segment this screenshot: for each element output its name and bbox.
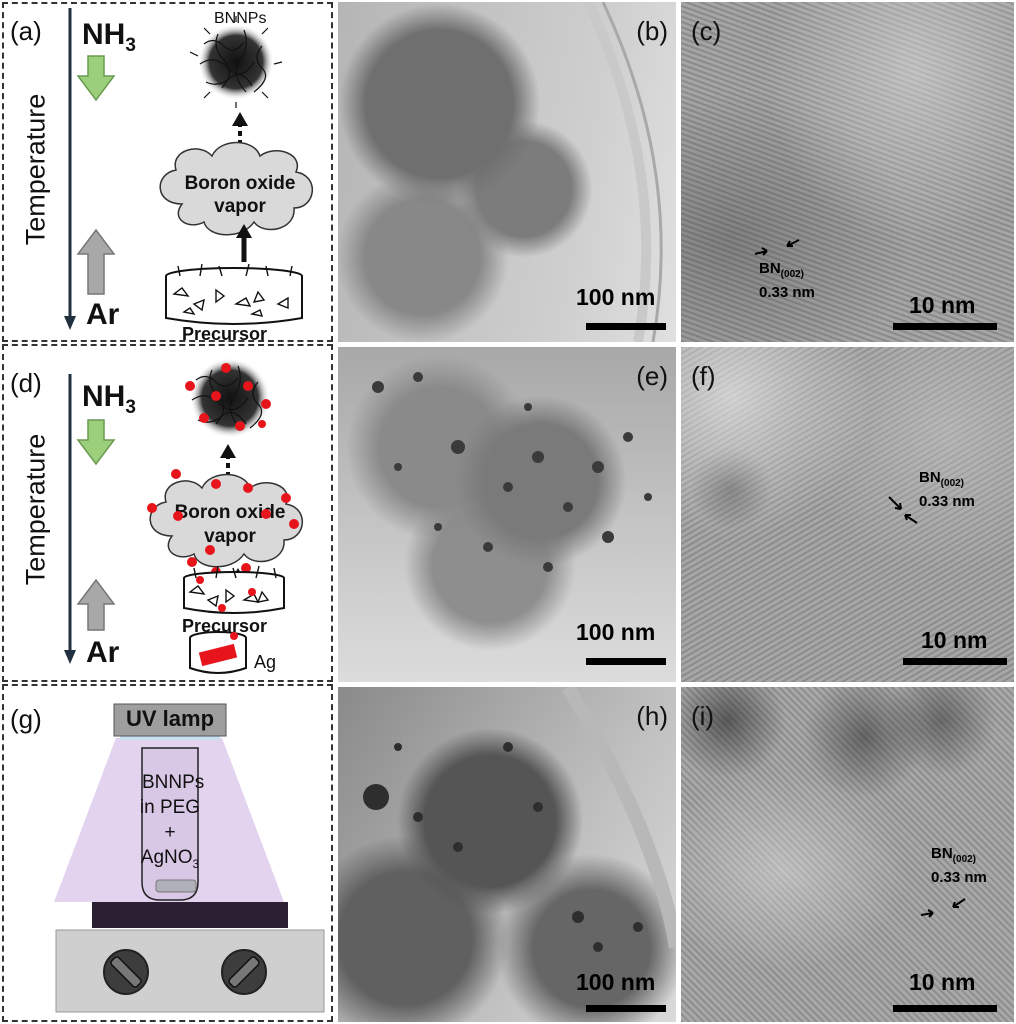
panel-b-scale-text: 100 nm [576, 284, 656, 310]
panel-h-tem-image: (h) 100 nm [338, 687, 676, 1022]
panel-d-metal-label: Ag [254, 652, 277, 672]
crucible-icon [165, 263, 303, 325]
panel-d-drawing: Boron oxide vapor [64, 358, 304, 674]
stirrer-knob-right-icon [221, 949, 267, 995]
panel-d-top-gas: NH3 [82, 380, 136, 418]
panel-g-label: (g) [10, 704, 42, 734]
panel-g-schematic: (g) UV lamp BNNPs in PEG + AgNO3 [2, 684, 333, 1022]
panel-g-drawing [54, 703, 325, 1013]
gray-up-arrow [76, 228, 116, 295]
panel-e-scale-bar [586, 658, 666, 665]
uv-lamp [113, 703, 227, 737]
panel-d-bottom-gas: Ar [86, 636, 120, 669]
panel-c-scale-bar [893, 323, 997, 330]
stirrer-base [55, 929, 325, 1013]
panel-a-axis-label: Temperature [20, 93, 51, 246]
panel-g-line3: + [164, 822, 176, 843]
panel-a-label: (a) [10, 16, 42, 46]
panel-a-cloud-line1: Boron oxide [185, 173, 296, 194]
panel-g-line1: BNNPs [142, 772, 205, 793]
panel-e-scale-text: 100 nm [576, 619, 656, 645]
panel-c-scale-text: 10 nm [909, 292, 976, 318]
panel-h-scale-bar [586, 1005, 666, 1012]
panel-a-cloud-line2: vapor [214, 196, 266, 217]
panel-f-scale-text: 10 nm [921, 627, 988, 653]
panel-b-label: (b) [636, 16, 668, 46]
panel-c-hrtem-image: (c) BN(002)0.33 nm 10 nm [681, 2, 1014, 342]
panel-d-axis-label: Temperature [20, 433, 51, 586]
panel-a-top-gas: NH3 [82, 18, 136, 56]
panel-g-line2: in PEG [139, 797, 201, 818]
panel-h-label: (h) [636, 701, 668, 731]
panel-g-lamp-label: UV lamp [125, 706, 215, 731]
panel-a-product-label: BNNPs [214, 10, 267, 27]
panel-g-line4: AgNO3 [140, 847, 200, 871]
panel-i-lattice-label: BN(002)0.33 nm [931, 845, 987, 886]
bnnp-ball-icon [189, 16, 283, 108]
panel-a-schematic: Boron oxide vapor (a) NH3 Ar Temperature… [2, 2, 333, 342]
panel-i-hrtem-image: (i) BN(002)0.33 nm 10 nm [681, 687, 1014, 1022]
panel-a-source-label: Precursor [182, 324, 268, 342]
ag-boat-icon [189, 631, 247, 674]
stirrer-knob-left-icon [103, 949, 149, 995]
panel-b-tem-image: (b) 100 nm [338, 2, 676, 342]
panel-d-cloud-line1: Boron oxide [175, 502, 286, 523]
panel-e-label: (e) [636, 361, 668, 391]
panel-d-schematic: Boron oxide vapor (d) NH3 Ar Temperature… [2, 344, 333, 682]
panel-d-cloud-line2: vapor [204, 526, 256, 547]
panel-i-scale-text: 10 nm [909, 969, 976, 995]
green-down-arrow [76, 55, 116, 102]
panel-i-label: (i) [691, 701, 715, 731]
panel-b-scale-bar [586, 323, 666, 330]
panel-f-hrtem-image: (f) BN(002)0.33 nm 10 nm [681, 347, 1014, 682]
panel-i-scale-bar [893, 1005, 997, 1012]
panel-d-source-label: Precursor [182, 616, 268, 636]
vapor-cloud [159, 141, 314, 236]
panel-g-vial-text: BNNPs in PEG + AgNO3 [140, 770, 205, 877]
panel-h-scale-text: 100 nm [576, 969, 656, 995]
panel-a-drawing: Boron oxide vapor [64, 8, 314, 330]
panel-c-label: (c) [691, 16, 722, 46]
panel-f-scale-bar [903, 658, 1007, 665]
panel-e-tem-image: (e) 100 nm [338, 347, 676, 682]
panel-c-lattice-label: BN(002)0.33 nm [759, 260, 815, 301]
panel-f-label: (f) [691, 361, 716, 391]
vial-icon [141, 747, 199, 901]
panel-f-lattice-label: BN(002)0.33 nm [919, 469, 975, 510]
panel-d-label: (d) [10, 368, 42, 398]
panel-a-bottom-gas: Ar [86, 298, 120, 331]
bnnp-ag-ball-icon [185, 358, 271, 438]
stirrer-plate-top [92, 902, 288, 928]
